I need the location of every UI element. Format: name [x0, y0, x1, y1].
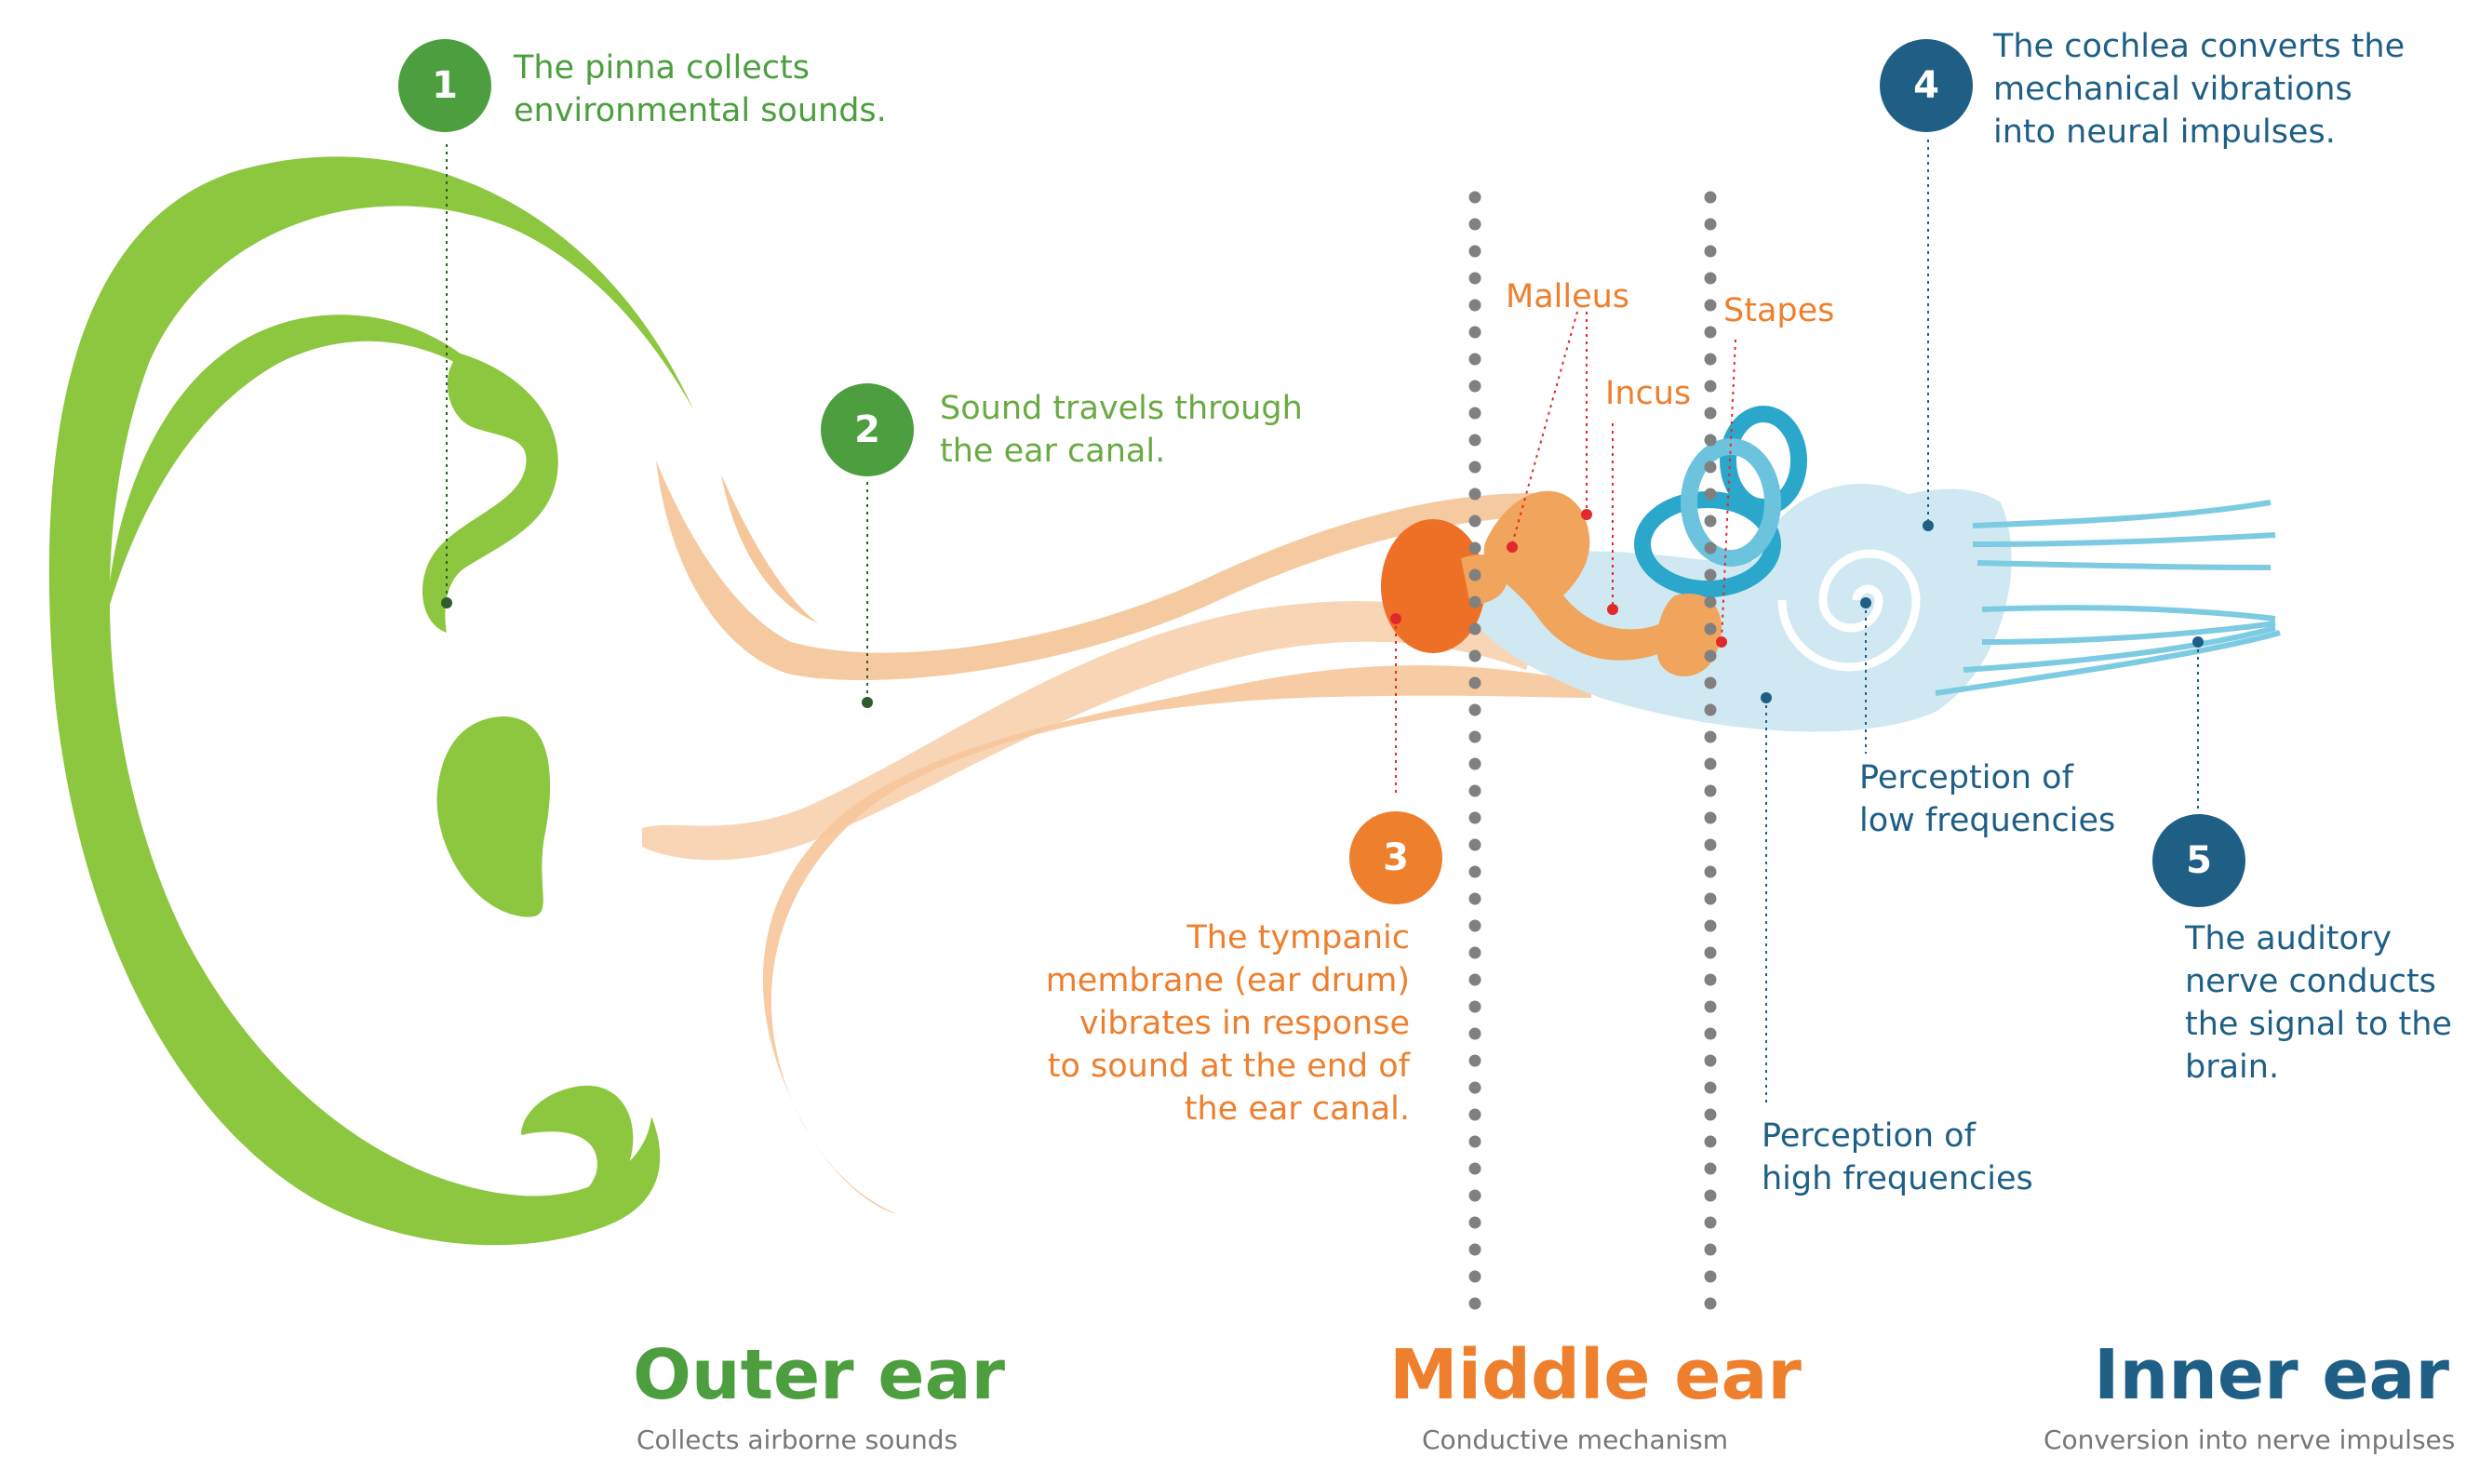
step-3-text: The tympanic membrane (ear drum) vibrate…: [1045, 919, 1410, 1128]
step-4-text: The cochlea converts the mechanical vibr…: [1993, 28, 2406, 151]
leader-dots: [441, 509, 2204, 708]
middle-ear-subtitle: Conductive mechanism: [1422, 1424, 1728, 1455]
inner-ear-subtitle: Conversion into nerve impulses: [2044, 1424, 2456, 1455]
cochlea-shape: [1452, 484, 2012, 732]
ear-canal-shape: [642, 461, 1591, 1214]
semicircular-canals-shape: [1634, 406, 1807, 597]
outer-ear-heading: Outer ear: [633, 1335, 1006, 1415]
stapes-label: Stapes: [1723, 292, 1835, 329]
step-2-text: Sound travels through the ear canal.: [940, 390, 1303, 470]
middle-ear-heading: Middle ear: [1389, 1335, 1802, 1415]
step-5-badge: 5: [2152, 814, 2245, 907]
pinna-shape: [48, 156, 693, 1246]
step-4-badge: 4: [1880, 39, 1973, 132]
incus-label: Incus: [1605, 375, 1692, 412]
step-2-badge: 2: [821, 383, 914, 476]
auditory-nerve-shape: [1935, 500, 2281, 696]
step-3-badge: 3: [1349, 811, 1442, 904]
inner-ear-heading: Inner ear: [2094, 1335, 2449, 1415]
step-5-text: The auditory nerve conducts the signal t…: [2185, 920, 2452, 1086]
malleus-label: Malleus: [1506, 278, 1630, 315]
high-frequencies-label: Perception of high frequencies: [1762, 1117, 2033, 1197]
step-1-text: The pinna collects environmental sounds.: [514, 49, 887, 129]
low-frequencies-label: Perception of low frequencies: [1859, 759, 2116, 839]
step-1-badge: 1: [398, 39, 491, 132]
leader-lines: [446, 140, 2199, 1107]
outer-ear-subtitle: Collects airborne sounds: [637, 1424, 958, 1455]
